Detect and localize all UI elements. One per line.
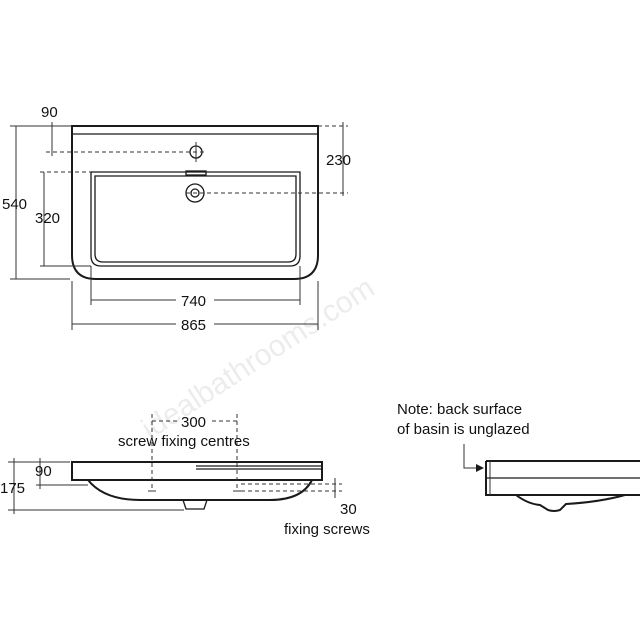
dim-740-label: 740 (181, 293, 206, 310)
front-rim-outline (71, 461, 323, 481)
fixing-screws-label: fixing screws (284, 521, 370, 538)
side-view: Note: back surface of basin is unglazed (397, 401, 640, 512)
note-leader-arrowhead (476, 464, 484, 472)
bowl-inner-outline-2 (94, 175, 297, 263)
dim-90-label: 90 (41, 104, 58, 121)
front-view: 300 screw fixing centres 175 90 30 fixin… (0, 414, 370, 538)
dim-90f-label: 90 (35, 463, 52, 480)
dim-540-label: 540 (2, 196, 27, 213)
note-line-1: Note: back surface (397, 401, 522, 418)
front-bowl-outline (87, 479, 313, 501)
side-bowl-outline (515, 494, 626, 512)
side-rim-outline (485, 461, 640, 496)
watermark: idealbathrooms.com (136, 271, 381, 446)
plan-view: 90 230 540 320 740 865 (2, 104, 351, 334)
dim-30-label: 30 (340, 501, 357, 518)
dim-230-label: 230 (326, 152, 351, 169)
note-leader-line (463, 444, 482, 469)
bowl-inner-outline (90, 171, 301, 267)
note-line-2: of basin is unglazed (397, 421, 530, 438)
overflow-slot (185, 170, 207, 176)
dim-300-label: 300 (181, 414, 206, 431)
front-waste-outline (182, 499, 208, 510)
dim-865-label: 865 (181, 317, 206, 334)
dim-320-label: 320 (35, 210, 60, 227)
screw-centres-label: screw fixing centres (118, 433, 250, 450)
dim-175-label: 175 (0, 480, 25, 497)
waste-hole-inner (190, 188, 200, 198)
